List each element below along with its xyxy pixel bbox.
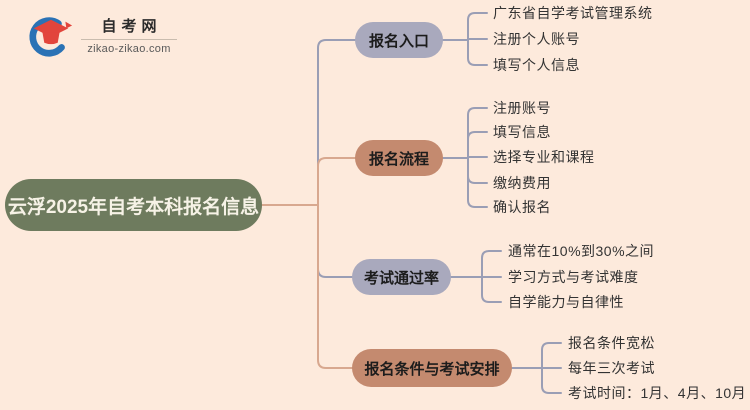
child-topic[interactable]: 填写信息: [493, 124, 551, 140]
child-topic[interactable]: 每年三次考试: [568, 360, 655, 376]
child-topic[interactable]: 报名条件宽松: [568, 335, 655, 351]
connector-line: [467, 12, 488, 41]
child-topic[interactable]: 确认报名: [493, 199, 551, 215]
child-topic[interactable]: 填写个人信息: [493, 57, 580, 73]
branch-node[interactable]: 报名条件与考试安排: [352, 349, 512, 387]
child-topic[interactable]: 选择专业和课程: [493, 149, 595, 165]
connector-line: [481, 250, 502, 278]
connector-line: [261, 157, 360, 206]
connector-line: [467, 107, 488, 159]
child-topic[interactable]: 自学能力与自律性: [508, 294, 624, 310]
graduation-cap-logo-icon: [29, 17, 73, 57]
connector-line: [541, 342, 562, 369]
logo-divider: [81, 39, 177, 40]
connector-line: [261, 204, 357, 278]
connector-line: [467, 157, 488, 208]
child-topic[interactable]: 学习方式与考试难度: [508, 269, 639, 285]
connector-line: [261, 204, 357, 369]
logo-domain: zikao-zikao.com: [87, 43, 171, 55]
connector-line: [467, 157, 488, 184]
child-topic[interactable]: 广东省自学考试管理系统: [493, 5, 653, 21]
branch-node[interactable]: 考试通过率: [352, 259, 451, 295]
connector-line: [481, 276, 502, 303]
branch-node[interactable]: 报名入口: [355, 22, 443, 58]
branch-node[interactable]: 报名流程: [355, 140, 443, 176]
root-topic[interactable]: 云浮2025年自考本科报名信息: [5, 179, 262, 231]
child-topic[interactable]: 考试时间：1月、4月、10月: [568, 385, 747, 401]
child-topic[interactable]: 注册账号: [493, 100, 551, 116]
connector-line: [467, 39, 488, 66]
child-topic[interactable]: 缴纳费用: [493, 175, 551, 191]
logo-site-name: 自考网: [101, 18, 162, 35]
connector-line: [467, 131, 488, 159]
site-logo[interactable]: 自考网 zikao-zikao.com: [28, 13, 177, 59]
connector-line: [541, 367, 562, 394]
connector-line: [261, 39, 360, 206]
child-topic[interactable]: 通常在10%到30%之间: [508, 243, 655, 259]
child-topic[interactable]: 注册个人账号: [493, 31, 580, 47]
logo-text-block: 自考网 zikao-zikao.com: [81, 17, 177, 55]
